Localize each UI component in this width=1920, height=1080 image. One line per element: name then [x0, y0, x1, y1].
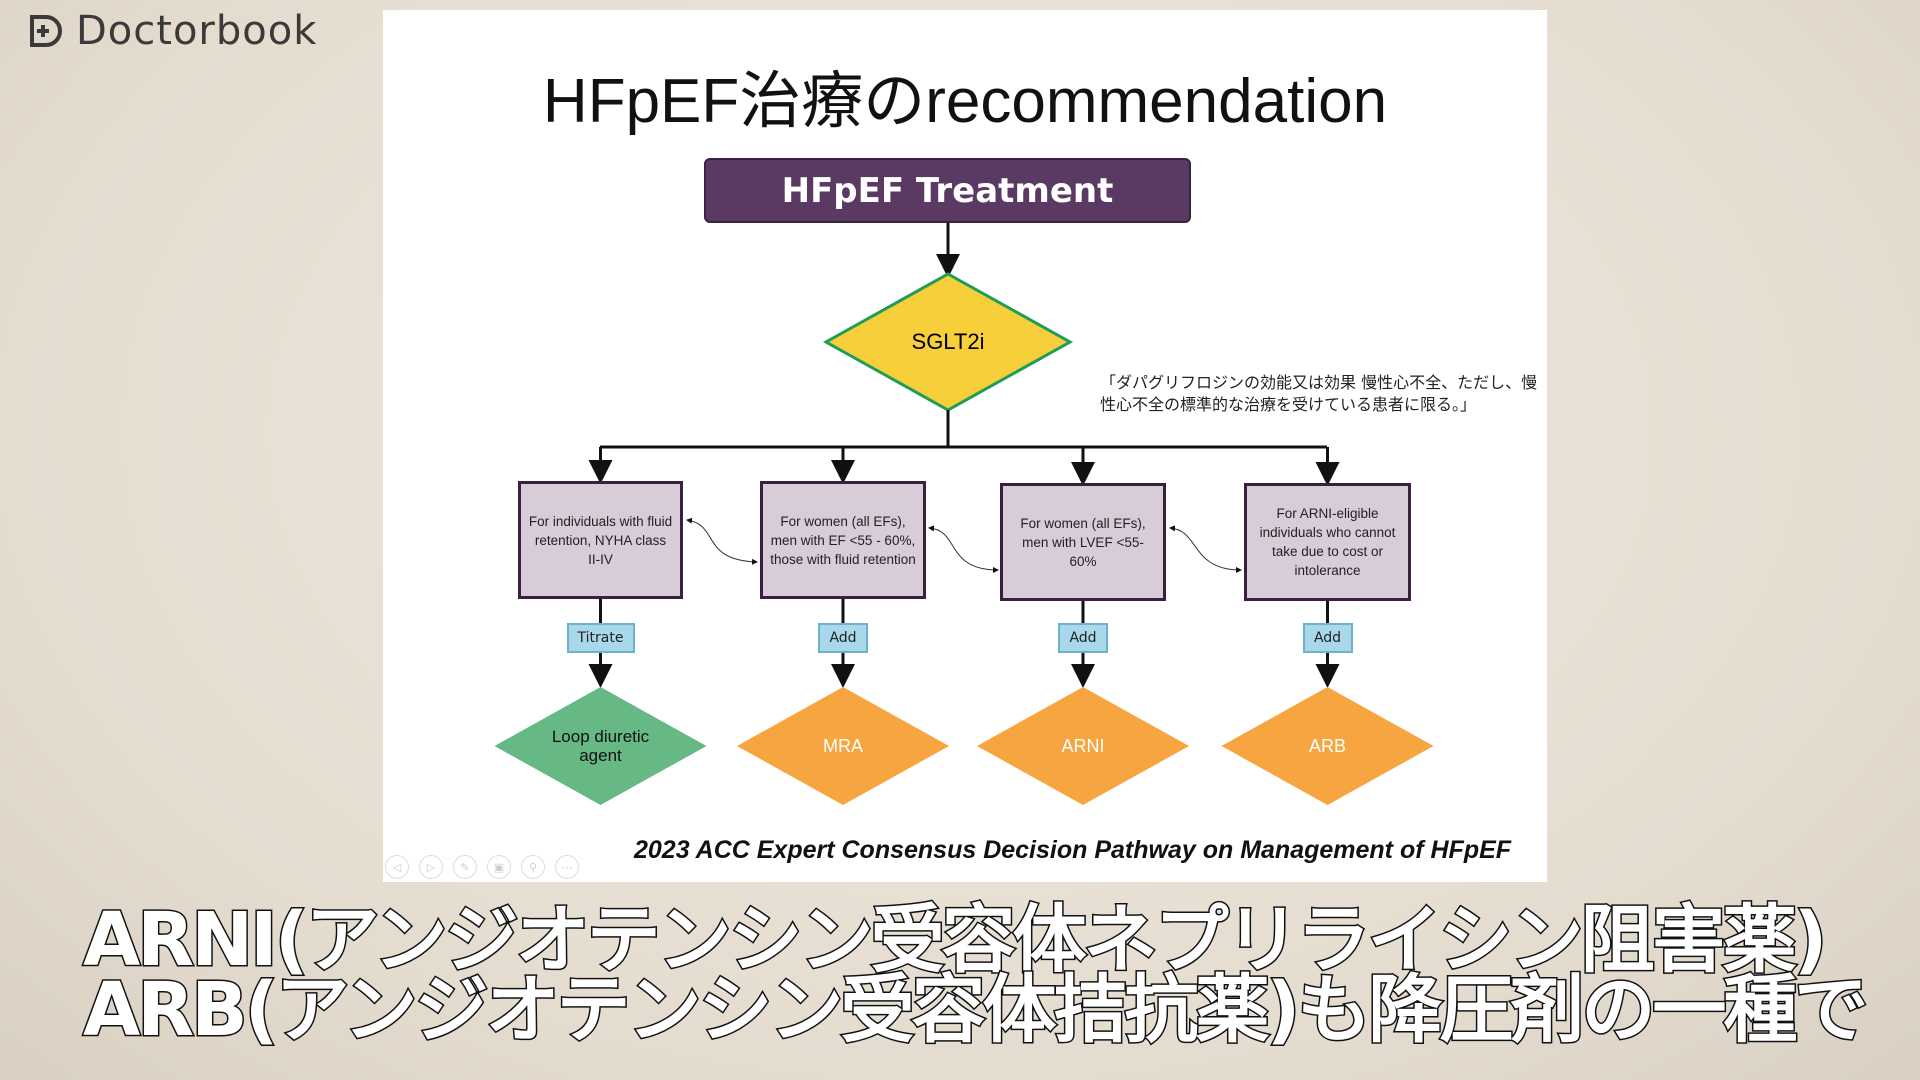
action-label: Titrate	[566, 623, 635, 653]
pen-icon[interactable]: ✎	[453, 855, 477, 879]
subtitle-line-1: ARNI(アンジオテンシン受容体ネプリライシン阻害薬)	[81, 896, 1828, 985]
criteria-box: For individuals with fluid retention, NY…	[518, 481, 683, 599]
drug-diamond	[977, 687, 1189, 805]
action-label: Add	[1302, 623, 1353, 653]
drug-diamond	[737, 687, 949, 805]
criteria-box: For women (all EFs), men with EF <55 - 6…	[760, 481, 926, 599]
next-icon[interactable]: ▷	[419, 855, 443, 879]
first-line-label: SGLT2i	[911, 329, 985, 354]
dapagliflozin-note: 「ダパグリフロジンの効能又は効果 慢性心不全、ただし、慢性心不全の標準的な治療を…	[1100, 373, 1538, 414]
drug-label: ARNI	[1061, 735, 1105, 756]
more-icon[interactable]: ⋯	[555, 855, 579, 879]
action-label: Add	[1058, 623, 1108, 653]
drug-diamond	[1221, 687, 1434, 805]
subtitle-line-2: ARB(アンジオテンシン受容体拮抗薬)も降圧剤の一種で	[81, 966, 1869, 1055]
criteria-box: For women (all EFs), men with LVEF <55-6…	[1000, 483, 1166, 601]
brand-logo: Doctorbook	[26, 8, 317, 54]
slides-icon[interactable]: ▣	[487, 855, 511, 879]
drug-diamond	[494, 687, 707, 805]
drug-label: ARB	[1308, 735, 1346, 756]
flow-header: HFpEF Treatment	[704, 158, 1191, 223]
doctorbook-logo-icon	[30, 15, 62, 47]
action-label: Add	[818, 623, 868, 653]
slide-title: HFpEF治療のrecommendation	[542, 67, 1388, 136]
drug-label: Loop diuretic agent	[551, 727, 650, 765]
drug-label: MRA	[823, 735, 863, 756]
prev-icon[interactable]: ◁	[385, 855, 409, 879]
citation: 2023 ACC Expert Consensus Decision Pathw…	[634, 836, 1512, 864]
zoom-icon[interactable]: ⚲	[521, 855, 545, 879]
brand-name: Doctorbook	[76, 8, 318, 54]
criteria-box: For ARNI-eligible individuals who cannot…	[1244, 483, 1411, 601]
